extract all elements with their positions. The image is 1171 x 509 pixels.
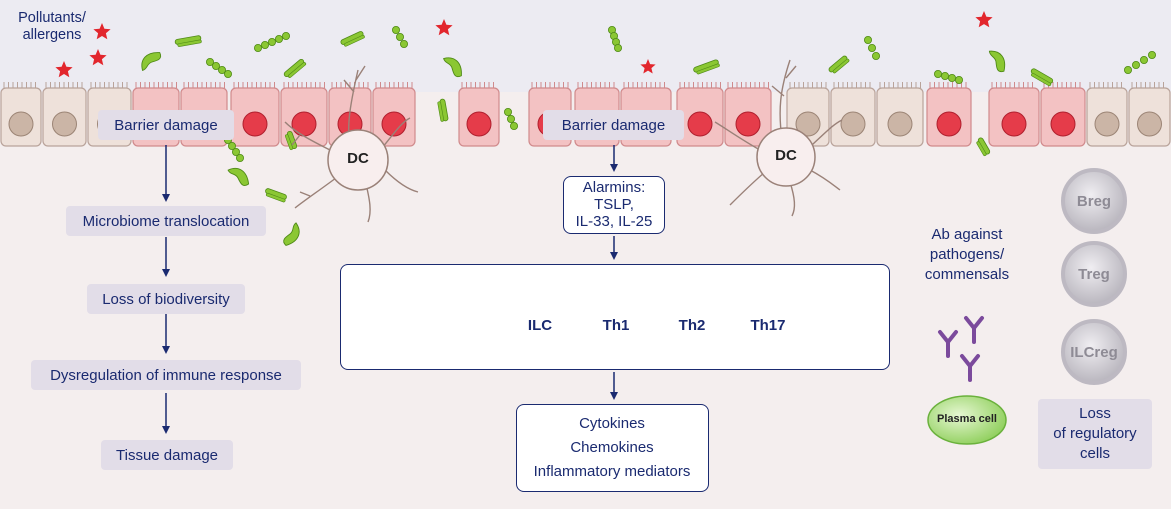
- th17-label: Th17: [750, 317, 786, 334]
- curved-bacteria: [443, 57, 462, 78]
- pollutant-star: [640, 59, 656, 74]
- treg-cell: [1061, 241, 1127, 307]
- antibody-icons: [938, 316, 984, 382]
- curved-bacteria: [283, 222, 300, 246]
- pollutant-star: [975, 11, 993, 28]
- mphi-label: MΦ: [375, 319, 397, 334]
- curved-bacteria: [227, 167, 250, 187]
- outputs-box: Cytokines Chemokines Inflammatory mediat…: [516, 404, 709, 492]
- epithelial-cell: [830, 82, 876, 147]
- pollutants-label: Pollutants/ allergens: [18, 10, 86, 43]
- damaged-epithelial-cell: [280, 82, 328, 147]
- cascade-step-biodiversity: Loss of biodiversity: [87, 284, 245, 314]
- ilcreg-cell: [1061, 319, 1127, 385]
- pollutants-layer: [55, 11, 993, 78]
- rod-bacteria: [340, 31, 365, 47]
- output-mediators: Inflammatory mediators: [533, 463, 691, 480]
- dc-cell-right: [714, 59, 843, 217]
- cascade-step-microbiome: Microbiome translocation: [66, 206, 266, 236]
- epithelial-cell: [0, 82, 42, 147]
- loss-regulatory-box: Loss of regulatory cells: [1038, 399, 1152, 469]
- th2-label: Th2: [678, 317, 706, 334]
- dc-body-right: [756, 127, 816, 187]
- pollutant-star: [435, 19, 453, 36]
- plasma-cell: [927, 395, 1007, 445]
- pollutant-star: [93, 23, 111, 40]
- th1-label: Th1: [602, 317, 630, 334]
- rod-bacteria: [828, 55, 850, 74]
- curved-bacteria: [141, 52, 162, 71]
- cascade-step-tissue-damage: Tissue damage: [101, 440, 233, 470]
- microbes-layer: [141, 25, 1157, 246]
- cocci-chain: [391, 25, 408, 49]
- curved-bacteria: [988, 50, 1006, 73]
- alarmins-box: Alarmins: TSLP, IL-33, IL-25: [563, 176, 665, 234]
- dc-body-left: [327, 129, 389, 191]
- cocci-chain: [934, 70, 964, 85]
- breg-cell: [1061, 168, 1127, 234]
- breg-label: Breg: [1076, 193, 1112, 210]
- rod-bacteria: [285, 130, 298, 151]
- damaged-epithelial-cell: [458, 82, 500, 147]
- pollutant-star: [55, 61, 73, 78]
- epithelial-cell: [1086, 82, 1128, 147]
- cocci-chain: [1124, 51, 1157, 75]
- barrier-damage-center-box: Barrier damage: [543, 110, 684, 140]
- rod-bacteria: [693, 59, 720, 75]
- cocci-chain: [608, 25, 623, 53]
- rod-bacteria: [1030, 68, 1054, 87]
- rod-bacteria: [437, 98, 449, 122]
- cocci-chain: [503, 108, 518, 131]
- pollutant-star: [89, 49, 107, 66]
- output-chemokines: Chemokines: [570, 439, 654, 456]
- damaged-epithelial-cell: [676, 82, 724, 147]
- output-cytokines: Cytokines: [579, 415, 645, 432]
- epithelial-cell: [1128, 82, 1171, 147]
- epithelial-cell: [42, 82, 87, 147]
- barrier-damage-left-box: Barrier damage: [98, 110, 234, 140]
- rod-bacteria: [976, 137, 991, 157]
- epithelial-cell: [876, 82, 924, 147]
- cocci-chain: [253, 32, 290, 53]
- damaged-epithelial-cell: [926, 82, 972, 147]
- rod-bacteria: [265, 188, 287, 203]
- damaged-epithelial-cell: [988, 82, 1040, 147]
- dc-label-right: DC: [775, 147, 797, 164]
- lumen-band: [0, 0, 1171, 92]
- damaged-epithelial-cell: [372, 82, 416, 147]
- ilc-label: ILC: [527, 317, 553, 334]
- treg-label: Treg: [1078, 266, 1110, 283]
- ilcreg-label: ILCreg: [1070, 344, 1118, 361]
- rod-bacteria: [283, 58, 307, 78]
- damaged-epithelial-cell: [724, 82, 772, 147]
- plasma-label: Plasma cell: [937, 413, 997, 425]
- dc-label-left: DC: [347, 150, 369, 167]
- immune-cells-box: [340, 264, 890, 370]
- ab-label: Ab against pathogens/ commensals: [924, 226, 1010, 283]
- cocci-chain: [864, 36, 881, 61]
- damaged-epithelial-cell: [230, 82, 280, 147]
- cocci-chain: [205, 58, 232, 79]
- cascade-step-dysregulation: Dysregulation of immune response: [31, 360, 301, 390]
- damaged-epithelial-cell: [1040, 82, 1086, 147]
- mc-label: MC: [843, 300, 857, 310]
